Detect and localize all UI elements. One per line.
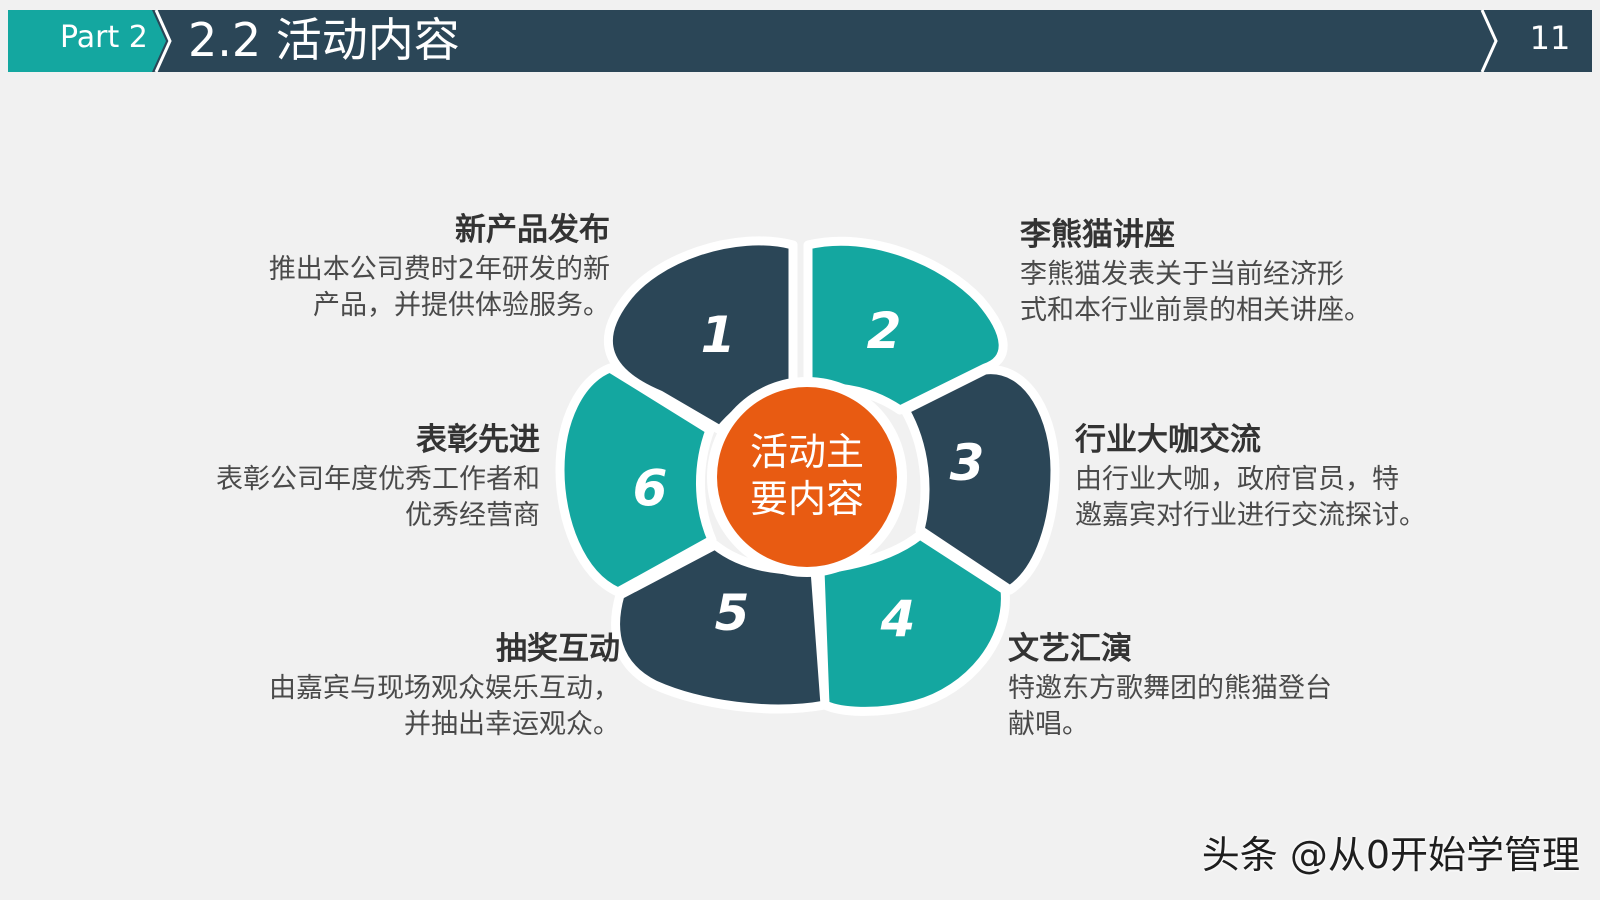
item-lottery: 抽奖互动 由嘉宾与现场观众娱乐互动， 并抽出幸运观众。 [180, 627, 620, 743]
item-title: 表彰先进 [416, 422, 540, 458]
item-title: 李熊猫讲座 [1020, 217, 1175, 253]
page-number: 11 [1529, 19, 1571, 57]
item-desc-line: 邀嘉宾对行业进行交流探讨。 [1075, 500, 1426, 531]
petal-6 [555, 363, 717, 597]
item-desc-line: 特邀东方歌舞团的熊猫登台 [1008, 673, 1332, 704]
petal-number-4: 4 [880, 590, 916, 648]
flower-petals [555, 236, 1060, 716]
item-desc-line: 式和本行业前景的相关讲座。 [1020, 295, 1371, 326]
slide-title: 2.2 活动内容 [188, 13, 460, 67]
petal-number-1: 1 [701, 306, 736, 364]
item-desc-line: 表彰公司年度优秀工作者和 [216, 464, 540, 495]
petal-3 [900, 365, 1060, 595]
center-label-line1: 活动主 [750, 430, 864, 474]
item-lecture: 李熊猫讲座 李熊猫发表关于当前经济形 式和本行业前景的相关讲座。 [1020, 213, 1450, 329]
petal-number-6: 6 [633, 459, 668, 517]
item-desc-line: 由行业大咖，政府官员，特 [1075, 464, 1399, 495]
center-circle [717, 387, 897, 567]
page-tab [1480, 10, 1592, 72]
item-commendation: 表彰先进 表彰公司年度优秀工作者和 优秀经营商 [100, 418, 540, 534]
item-title: 文艺汇演 [1008, 631, 1132, 667]
petal-number-5: 5 [715, 584, 750, 642]
petal-number-3: 3 [950, 434, 985, 492]
item-title: 抽奖互动 [496, 631, 620, 667]
item-desc-line: 并抽出幸运观众。 [404, 709, 620, 740]
petal-number-2: 2 [867, 302, 902, 360]
center-label-line2: 要内容 [750, 477, 864, 521]
header-bar: Part 2 2.2 活动内容 11 [0, 0, 1600, 80]
item-desc-line: 产品，并提供体验服务。 [313, 290, 610, 321]
part-label: Part 2 [60, 20, 148, 55]
header-navy-band [8, 10, 1592, 72]
item-desc-line: 李熊猫发表关于当前经济形 [1020, 259, 1344, 290]
part-tab [8, 10, 166, 72]
watermark: 头条 @从0开始学管理 [1201, 833, 1580, 877]
petal-5 [611, 540, 830, 714]
part-tab-chevron [154, 9, 172, 73]
page-tab-chevron [1480, 9, 1498, 73]
item-desc-line: 由嘉宾与现场观众娱乐互动， [269, 673, 620, 704]
item-title: 新产品发布 [455, 212, 610, 248]
item-industry-exchange: 行业大咖交流 由行业大咖，政府官员，特 邀嘉宾对行业进行交流探讨。 [1075, 418, 1515, 534]
petal-4 [815, 530, 1010, 716]
item-desc-line: 献唱。 [1008, 709, 1089, 740]
item-performance: 文艺汇演 特邀东方歌舞团的熊猫登台 献唱。 [1008, 627, 1448, 743]
item-desc-line: 优秀经营商 [405, 500, 540, 531]
petal-2 [803, 236, 1008, 415]
item-desc-line: 推出本公司费时2年研发的新 [268, 254, 610, 285]
header-background [8, 9, 1592, 73]
item-new-product: 新产品发布 推出本公司费时2年研发的新 产品，并提供体验服务。 [180, 208, 610, 324]
item-title: 行业大咖交流 [1075, 422, 1261, 458]
